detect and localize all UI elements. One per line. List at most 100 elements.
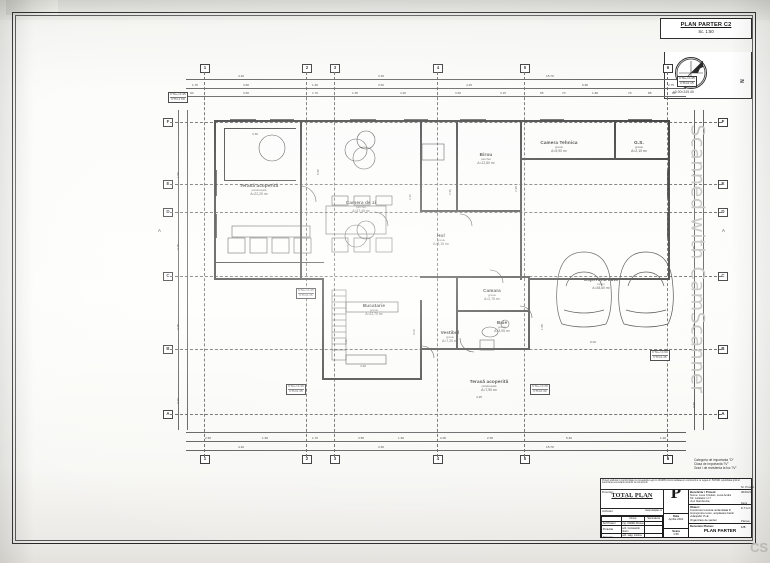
dim-top3-b: 3.50 [243,91,250,95]
sheet-number: 1/5 [741,525,746,529]
drawing-value: PLAN PARTER [703,527,737,533]
table-row: Desenat arh. stag. Corina Vlad [601,532,663,539]
interior-dim-3: 2.40 [408,193,412,200]
grid-column-5-bottom: 5 [520,455,530,464]
sig-proiectat [644,525,663,534]
dim-top2-c: 1.60 [312,83,319,87]
grid-column-2-top: 2 [302,64,312,73]
grid-column-6-top: 6 [663,64,673,73]
interior-dim-10: 4.25 [476,395,483,399]
interior-dim-8: 4.90 [360,364,367,368]
dim-top3-h: 85 [540,91,544,95]
level-marker-4: CTA+/-0.30 CTN-0.45 [286,384,306,395]
dim-chain-top-1 [186,79,686,80]
dim-top2-e: 4.25 [466,83,473,87]
dim-top2-f: 6.90 [582,83,589,87]
dim-top3-c: 1.70 [312,91,319,95]
firm-contact: www.totalplan.ro [645,509,662,512]
level-marker-6: CTA+/-0.60 CTN-0.45 [650,350,670,361]
dim-top2-d: 3.50 [378,83,385,87]
interior-dim-4: 2.50 [448,188,452,195]
dim-top3-i: 70 [562,91,566,95]
dim-top3-m: 90 [672,91,676,95]
north-letter: N [740,79,747,83]
dim-top3-a: 90 [190,91,194,95]
title-block: Proiect elaborat in conformitate cu prev… [600,478,752,539]
faza-label: Faza [741,502,748,505]
scale-value: 1:50 [673,531,679,536]
level-line-2: CTN-0.30 [533,388,547,393]
interior-dim-7: 2.00 [412,328,416,335]
grid-column-6-bottom: 6 [663,455,673,464]
plan-scale-label: Sc. 1:50 [698,29,714,34]
interior-dim-1: 3.30 [252,132,259,136]
level-line-2: CTN-1.50 [171,96,185,101]
dim-top2-g: 2.75 [668,83,675,87]
table-row: Proiectat arh. Constantin Sorin [601,525,663,534]
faza-value: D.T.A.C. [741,507,752,510]
verifier-label: Verificator: [602,509,614,513]
sig-desenat [644,532,663,539]
level-line-2: CTN-0.45 [289,388,303,393]
grid-column-3-top: 3 [330,64,340,73]
dim-top3-k: 70 [628,91,632,95]
title-block-left-column: Proiectant: TOTAL PLAN C O N C E P T Ver… [601,490,664,539]
name-proiectat: arh. Constantin Sorin [620,525,646,534]
dim-top3-d: 1.65 [352,91,359,95]
grid-column-1-bottom: 1 [200,455,210,464]
signature-table-cell: Nume Semnatura Sef Proiect ing. Cătălin … [601,516,663,539]
plan-title-box: PLAN PARTER C2 Sc. 1:50 [660,18,752,39]
scale-cell: Scara 1:50 [664,529,688,538]
dim-bot1-a: 4.10 [238,445,245,449]
dim-top2-a: 1.70 [192,83,199,87]
dim-top2-b: 3.60 [243,83,250,87]
camscanner-watermark: Scanned with CamScanner [686,124,709,394]
firm-logo-icon: P [664,490,688,515]
project-number-value: 48/2021 [741,491,752,494]
grid-column-3-bottom: 3 [330,455,340,464]
dim-top3-g: 3.15 [500,91,507,95]
grid-column-1-top: 1 [200,64,210,73]
grid-column-2-bottom: 2 [302,455,312,464]
dim-top-b: 3.30 [378,74,385,78]
dim-top-a: 4.10 [238,74,245,78]
grid-column-5-top: 5 [520,64,530,73]
role-proiectat: Proiectat [601,525,622,534]
dim-chain-bottom-2 [186,441,686,442]
title-block-header-note: Proiect elaborat in conformitate cu prev… [601,479,751,491]
interior-dim-6: 4.30 [344,338,348,345]
dim-top-c: 15.70 [546,74,554,78]
title-block-middle-column: P Data Aprilie 2021 Scara 1:50 [664,490,689,539]
level-marker-3: CTA+/-0.45 CTN-0.15 [296,288,316,299]
level-marker-1: CTA+/-0.45 CTN-1.50 [168,92,188,103]
page-title: PLAN PARTER C2 [680,22,732,28]
title-block-right-column: Beneficiar / Proiect: Nume: Luca Cristia… [689,490,751,538]
dim-chain-bottom-3 [186,450,686,451]
dim-top3-j: 1.80 [592,91,599,95]
importance-notes: Categoria de importanta "D" Clasa de imp… [694,458,737,471]
interior-dim-2: 5.50 [316,168,320,175]
dim-bot1-c: 15.70 [546,445,554,449]
dim-top3-l: 85 [648,91,652,95]
firm-cell: Proiectant: TOTAL PLAN C O N C E P T [601,490,663,510]
verifier-cell: Verificator: www.totalplan.ro [601,509,663,517]
dim-top3-f: 3.60 [455,91,462,95]
grid-column-4-bottom: 4 [433,455,443,464]
level-line-2: CTN-0.15 [299,292,313,297]
dim-chain-top-3 [186,96,686,97]
section-marker-right: A [722,228,725,233]
grid-column-4-top: 4 [433,64,443,73]
level-marker-5: CTA+/-0.30 CTN-0.30 [530,384,550,395]
level-marker-2: CTA+/-0.45 CTN-0.15 [677,76,697,87]
date-value: Aprilie 2021 [668,516,684,521]
interior-dim-9: 8.00 [590,340,597,344]
elevation-quota: ±0.00=319.40 [673,90,694,94]
dim-chain-top-2 [186,88,686,89]
camscanner-badge: CS [749,540,768,555]
dim-bot1-b: 3.30 [378,445,385,449]
level-line-2: CTN-0.15 [680,80,694,85]
sheet-label: Plansa [741,520,750,523]
dim-top3-e: 4.90 [400,91,407,95]
level-line-2: CTN-0.45 [653,354,667,359]
